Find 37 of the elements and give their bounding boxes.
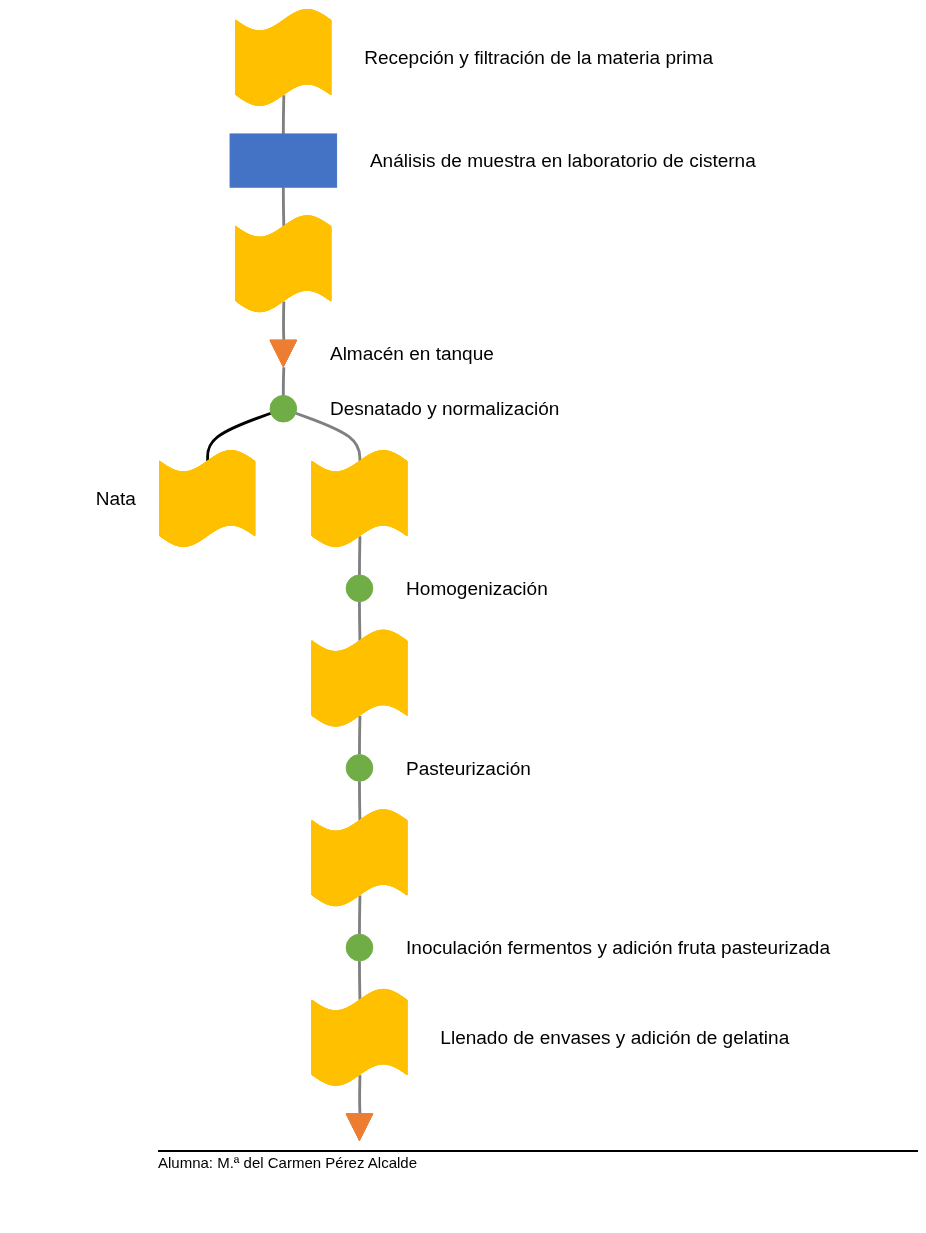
- step-label: Almacén en tanque: [329, 343, 494, 365]
- connector-line: [358, 536, 362, 575]
- triangle-symbol: [269, 339, 298, 368]
- step-label: Nata: [95, 488, 136, 510]
- step-label: Recepción y filtración de la materia prima: [364, 47, 713, 69]
- arrow-symbol: [159, 450, 256, 547]
- connector-line: [281, 95, 286, 134]
- step-label: Análisis de muestra en laboratorio de cisterna: [369, 150, 756, 172]
- arrow-symbol: [235, 215, 332, 313]
- connector-line: [358, 601, 362, 642]
- connector-line: [358, 781, 362, 821]
- connector-line: [281, 187, 286, 227]
- circle-symbol: [269, 394, 298, 423]
- connector-line: [282, 301, 286, 341]
- arrow-symbol: [311, 988, 408, 1086]
- arrow-symbol: [235, 9, 332, 106]
- step-label: Pasteurización: [406, 757, 531, 779]
- arrow-symbol: [311, 809, 408, 907]
- step-label: Homogenización: [406, 578, 548, 599]
- connector-line: [358, 1075, 362, 1115]
- arrow-symbol: [311, 629, 408, 727]
- circle-symbol: [345, 574, 374, 603]
- connector-line: [358, 715, 362, 755]
- arrow-symbol: [311, 450, 408, 547]
- connector-line: [295, 411, 362, 462]
- step-label: Inoculación fermentos y adición fruta pasteurizada: [406, 937, 830, 959]
- connector-line: [358, 895, 362, 935]
- step-label: Desnatado y normalización: [329, 398, 560, 420]
- circle-symbol: [345, 754, 374, 782]
- connector-line: [206, 411, 272, 462]
- box-symbol: [229, 133, 338, 188]
- connector-line: [358, 960, 362, 1001]
- connector-line: [281, 367, 286, 396]
- circle-symbol: [345, 933, 374, 962]
- step-label: Llenado de envases y adición de gelatina: [440, 1027, 790, 1048]
- triangle-symbol: [345, 1113, 374, 1141]
- author-note: Alumna: M.ª del Carmen Pérez Alcalde: [158, 1153, 418, 1171]
